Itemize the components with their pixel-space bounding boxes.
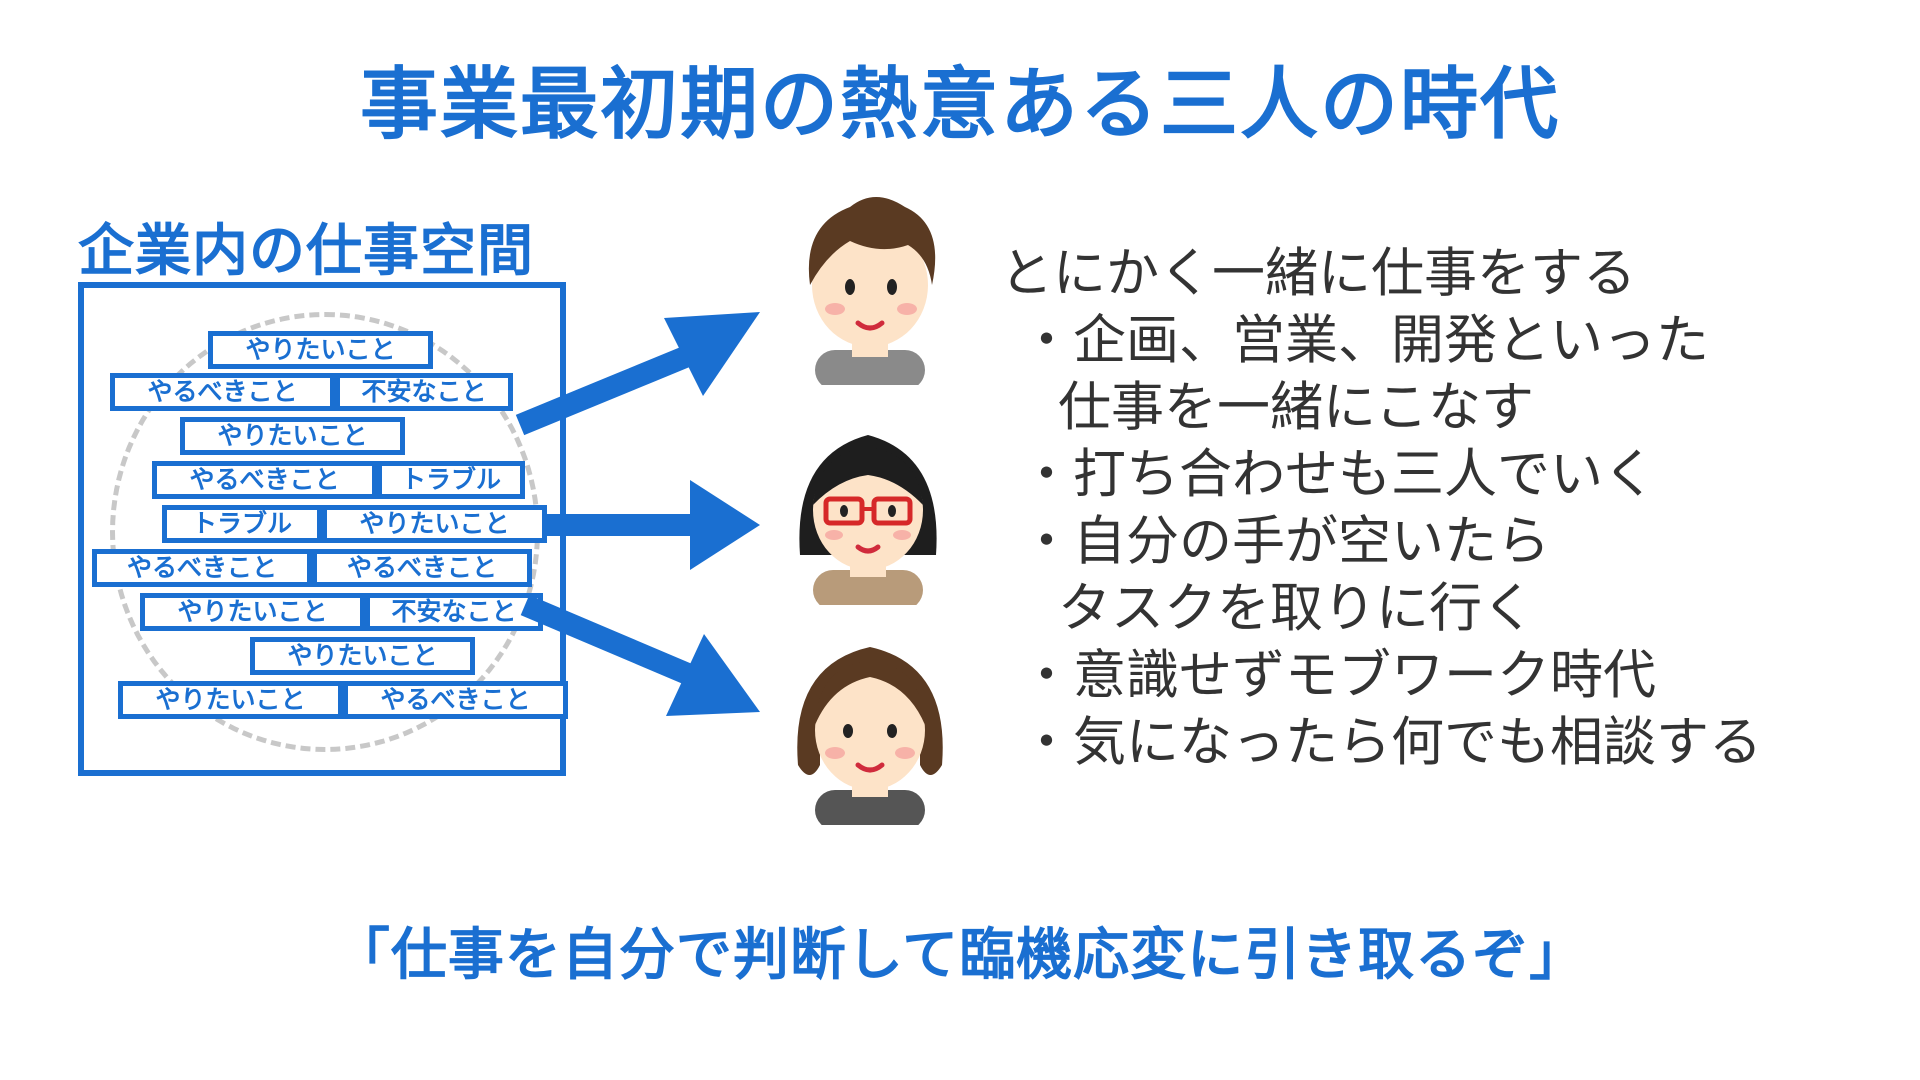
arrow-to-person-2 (542, 480, 760, 570)
task-brick: やりたいこと (322, 505, 547, 543)
task-brick: やりたいこと (180, 417, 405, 455)
task-brick: やるべきこと (110, 373, 335, 411)
point-item: ・気になったら何でも相談する (1020, 712, 1762, 773)
task-brick: やりたいこと (140, 593, 365, 631)
point-item: ・打ち合わせも三人でいく (1020, 444, 1656, 505)
task-brick: やりたいこと (208, 331, 433, 369)
task-brick: やりたいこと (250, 637, 475, 675)
task-brick: トラブル (377, 461, 525, 499)
person-1-icon (808, 197, 936, 385)
task-brick: やりたいこと (118, 681, 343, 719)
point-item: ・意識せずモブワーク時代 (1020, 645, 1656, 706)
point-item: ・企画、営業、開発といった (1020, 310, 1709, 371)
point-item-continuation: タスクを取りに行く (1058, 578, 1535, 639)
task-brick: やるべきこと (92, 549, 312, 587)
point-item: ・自分の手が空いたら (1020, 511, 1550, 572)
task-brick: 不安なこと (335, 373, 513, 411)
point-item-continuation: 仕事を一緒にこなす (1058, 377, 1534, 438)
task-brick: 不安なこと (365, 593, 543, 631)
conclusion-quote: 「仕事を自分で判断して臨機応変に引き取るぞ」 (333, 923, 1587, 988)
task-brick: やるべきこと (152, 461, 377, 499)
page-title: 事業最初期の熱意ある三人の時代 (359, 60, 1560, 150)
person-2-icon (799, 435, 937, 605)
person-3-icon (797, 647, 943, 825)
task-brick: やるべきこと (312, 549, 532, 587)
point-lead: とにかく一緒に仕事をする (1000, 243, 1636, 304)
task-brick: トラブル (162, 505, 322, 543)
working-style-points: とにかく一緒に仕事をする ・企画、営業、開発といった 仕事を一緒にこなす ・打ち… (1000, 240, 1900, 776)
workspace-label: 企業内の仕事空間 (78, 219, 534, 284)
task-brick: やるべきこと (343, 681, 568, 719)
